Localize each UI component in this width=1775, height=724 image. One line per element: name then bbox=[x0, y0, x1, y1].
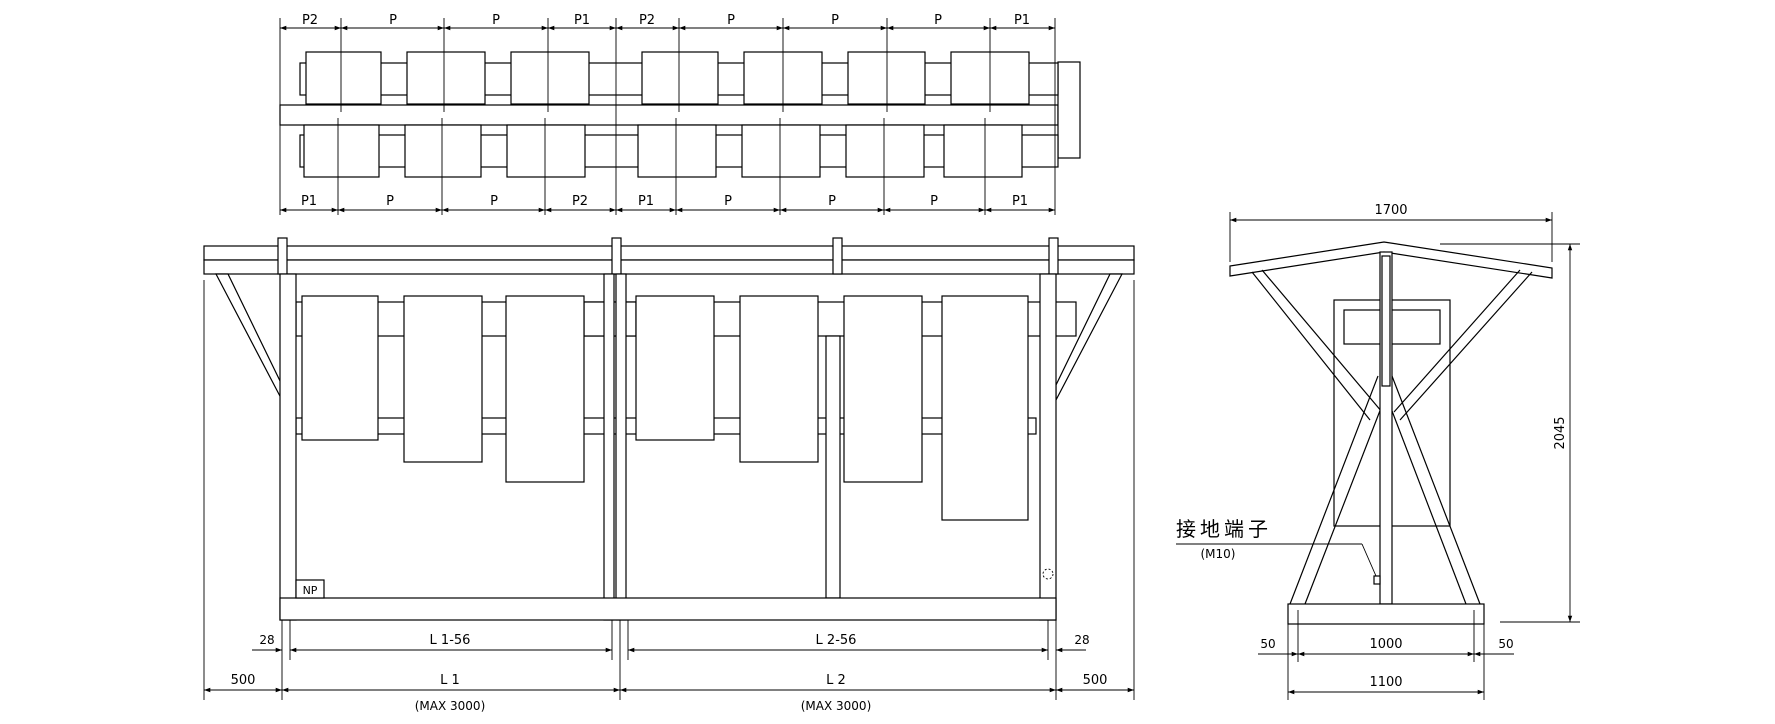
grounding-label: 接地端子 bbox=[1176, 517, 1272, 541]
front-view-extension-lines bbox=[203, 280, 1135, 700]
grounding-leader-line bbox=[1361, 543, 1377, 577]
top-unit bbox=[741, 124, 821, 178]
top-unit bbox=[845, 124, 925, 178]
front-view-post-cap bbox=[277, 237, 288, 275]
front-view-braces bbox=[215, 273, 1123, 401]
pitch-label: P2 bbox=[639, 13, 655, 28]
top-unit bbox=[510, 51, 590, 105]
front-unit bbox=[941, 295, 1029, 521]
front-unit bbox=[301, 295, 379, 441]
dim-right-offset: 50 bbox=[1498, 637, 1513, 651]
top-view: P2 P P P1 P2 P P P P1 P1 P P P2 P1 bbox=[279, 13, 1081, 215]
side-view-upper-braces bbox=[1251, 269, 1533, 421]
front-view-roof-top bbox=[203, 245, 1135, 261]
front-view-post-left bbox=[279, 273, 297, 621]
front-view-roof-bottom bbox=[203, 259, 1135, 275]
front-unit bbox=[843, 295, 923, 483]
top-view-bottom-labels: P1 P P P2 P1 P P P P1 bbox=[301, 194, 1028, 209]
grounding-spec: (M10) bbox=[1201, 547, 1236, 561]
top-unit bbox=[305, 51, 382, 105]
pitch-label: P bbox=[727, 13, 735, 28]
top-view-upper-units bbox=[305, 51, 1030, 105]
pitch-label: P2 bbox=[572, 194, 588, 209]
top-unit bbox=[847, 51, 926, 105]
top-unit bbox=[637, 124, 717, 178]
pitch-label: P1 bbox=[1012, 194, 1028, 209]
pitch-label: P bbox=[490, 194, 498, 209]
grounding-terminal-icon bbox=[1373, 575, 1381, 585]
front-view-post-center-b bbox=[615, 273, 627, 621]
dim-right-overhang: 500 bbox=[1083, 673, 1108, 688]
pitch-label: P bbox=[828, 194, 836, 209]
front-unit bbox=[403, 295, 483, 463]
dim-l2-inner: L 2-56 bbox=[816, 633, 857, 648]
dim-inner-width: 1000 bbox=[1369, 637, 1402, 652]
dim-left-offset: 50 bbox=[1260, 637, 1275, 651]
dim-height: 2045 bbox=[1553, 416, 1568, 449]
dim-left-overhang: 500 bbox=[231, 673, 256, 688]
top-view-pitch-lines bbox=[279, 18, 1056, 215]
front-view-units bbox=[301, 295, 1029, 521]
front-view-post-center-a bbox=[603, 273, 615, 621]
front-view: NP 28 28 L 1-56 L 2-56 500 L 1 bbox=[203, 237, 1135, 713]
front-view-post-right bbox=[1039, 273, 1057, 621]
top-view-main-beam bbox=[279, 104, 1059, 126]
front-view-base bbox=[279, 597, 1057, 621]
dim-outer-width: 1100 bbox=[1369, 675, 1402, 690]
pitch-label: P1 bbox=[301, 194, 317, 209]
top-unit bbox=[404, 124, 482, 178]
top-unit bbox=[406, 51, 486, 105]
top-view-top-labels: P2 P P P1 P2 P P P P1 bbox=[302, 13, 1030, 28]
pitch-label: P bbox=[930, 194, 938, 209]
ground-symbol-icon bbox=[1042, 568, 1054, 580]
pitch-label: P1 bbox=[638, 194, 654, 209]
pitch-label: P1 bbox=[1014, 13, 1030, 28]
side-view-base bbox=[1287, 603, 1485, 625]
front-view-post-cap bbox=[1048, 237, 1059, 275]
dim-l2: L 2 bbox=[826, 673, 846, 688]
dim-left-small: 28 bbox=[259, 633, 274, 647]
pitch-label: P bbox=[724, 194, 732, 209]
pitch-label: P bbox=[492, 13, 500, 28]
front-unit bbox=[505, 295, 585, 483]
pitch-label: P bbox=[934, 13, 942, 28]
pitch-label: P1 bbox=[574, 13, 590, 28]
pitch-label: P2 bbox=[302, 13, 318, 28]
nameplate-box bbox=[295, 579, 325, 599]
dim-l1-max: (MAX 3000) bbox=[415, 699, 486, 713]
dim-width-top: 1700 bbox=[1374, 203, 1407, 218]
top-unit bbox=[943, 124, 1023, 178]
nameplate-label: NP bbox=[303, 584, 318, 597]
front-view-post-mid-right bbox=[825, 335, 841, 599]
dim-l1: L 1 bbox=[440, 673, 460, 688]
side-view-post-top bbox=[1381, 255, 1391, 387]
side-view-legs bbox=[1289, 375, 1481, 605]
top-unit bbox=[506, 124, 586, 178]
front-view-post-cap bbox=[611, 237, 622, 275]
front-unit bbox=[739, 295, 819, 463]
side-view: 接地端子 (M10) 1700 2045 50 50 1000 1100 bbox=[1176, 203, 1580, 700]
top-unit bbox=[641, 51, 719, 105]
front-view-post-cap bbox=[832, 237, 843, 275]
top-unit bbox=[303, 124, 380, 178]
side-view-roof bbox=[1229, 241, 1553, 279]
front-unit bbox=[635, 295, 715, 441]
dim-l2-max: (MAX 3000) bbox=[801, 699, 872, 713]
dim-right-small: 28 bbox=[1074, 633, 1089, 647]
top-view-end-box bbox=[1057, 61, 1081, 159]
pitch-label: P bbox=[831, 13, 839, 28]
pitch-label: P bbox=[386, 194, 394, 209]
top-view-lower-units bbox=[303, 124, 1023, 178]
dim-l1-inner: L 1-56 bbox=[430, 633, 471, 648]
pitch-label: P bbox=[389, 13, 397, 28]
